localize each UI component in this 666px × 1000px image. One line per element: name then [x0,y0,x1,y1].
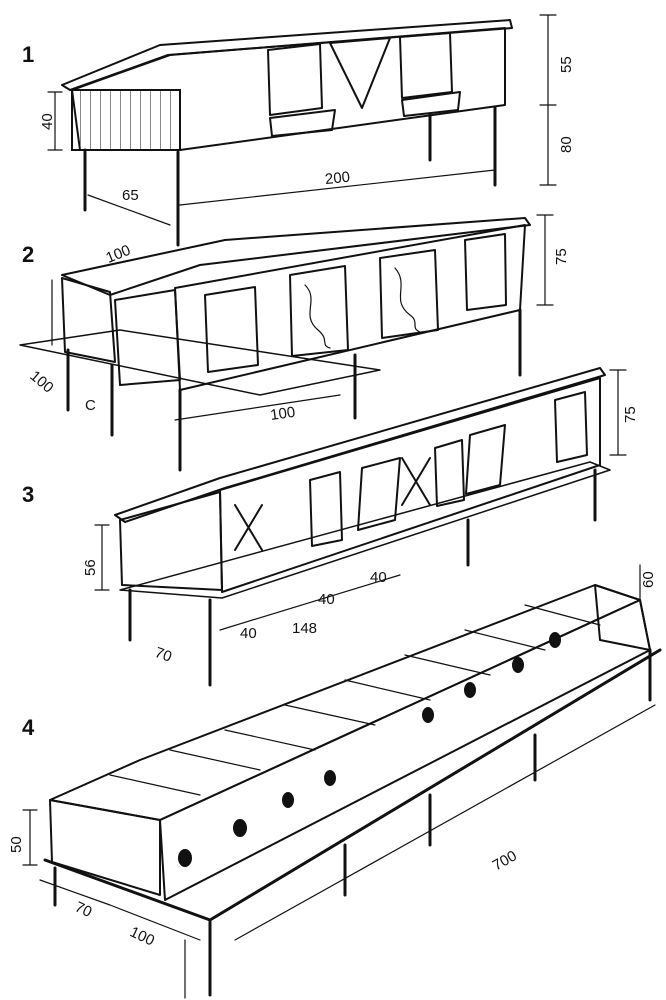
fig2-dim-offset-label: C [85,397,96,414]
fig4-dim-depth [39,879,201,941]
fig1-dim-roof-height: 55 [558,56,575,73]
fig3-legs [128,468,597,687]
fig2-dim-top-depth-label: 100 [103,242,133,267]
figure-4-hutch: 4 60 50 700 70 100 [8,564,662,999]
fig4-number: 4 [22,715,35,740]
fig1-dim-width-label: 200 [324,169,351,189]
fig1-feeder-v [329,37,391,109]
fig1-side-panel [71,89,181,151]
fig3-dim-front-label: 56 [82,559,99,576]
fig3-dim-height-label: 75 [622,406,639,423]
fig1-dim-depth [87,194,171,226]
fig2-dim-height [536,214,554,306]
fig2-footprint [19,329,381,396]
fig3-door-brace-1 [234,504,263,551]
fig2-dim-section-label: 100 [269,404,296,424]
fig2-mesh-door-2 [464,233,507,311]
fig3-number: 3 [22,482,34,507]
fig3-door-brace-2 [401,457,431,506]
fig1-legs [83,106,497,247]
fig4-dim-length-label: 700 [490,847,520,874]
fig4-roof [49,584,641,821]
fig2-wood-grain-1 [304,284,331,349]
figure-2-hutch: 2 75 100 100 C 100 [19,214,570,472]
fig3-roof [114,367,606,523]
fig3-mesh-3 [554,391,588,463]
fig4-dim-depth-b-label: 100 [127,924,157,950]
fig3-dim-cell-a-label: 40 [240,625,257,642]
fig3-mesh-2 [434,439,465,507]
fig4-dim-height-right-label: 60 [640,571,657,588]
fig3-dim-cell-b-label: 40 [318,591,335,608]
fig3-dim-depth-label: 70 [153,644,174,666]
fig3-dim-total-label: 148 [292,620,317,637]
fig3-dim-front [94,524,110,591]
fig1-tray-left [269,109,336,137]
fig3-feeder-1 [357,457,401,531]
fig1-dim-width [179,169,496,206]
fig1-window-left [267,43,323,116]
fig1-number: 1 [22,42,34,67]
fig3-mesh-1 [309,471,343,547]
fig4-end-box [49,799,161,896]
fig3-front [219,377,601,593]
fig2-dim-side-depth-label: 100 [27,367,57,396]
fig4-roof-seams [109,604,601,796]
fig1-dim-front-height: 40 [39,113,56,130]
fig3-dim-total [219,574,401,631]
fig2-number: 2 [22,242,34,267]
fig1-dim-left [47,91,63,151]
fig2-legs [66,308,522,472]
fig2-wood-grain-2 [394,267,421,333]
fig1-dim-right [539,14,557,186]
fig3-side [119,491,223,591]
fig4-mesh-run [159,599,651,901]
fig1-window-right [399,32,453,99]
fig2-wood-door-1 [289,265,349,357]
fig2-wood-door-2 [379,249,439,339]
fig1-tray-right [401,91,461,117]
fig4-rabbits [178,632,561,867]
fig2-mesh-door-1 [204,286,259,373]
fig4-legs [53,648,652,997]
fig4-dim-height-left-label: 50 [8,836,25,853]
fig4-dim-height-left [22,809,38,866]
fig1-dim-depth-label: 65 [122,187,139,204]
fig3-dim-height [609,369,627,456]
figure-1-hutch: 1 55 40 80 200 65 [22,14,575,247]
fig4-dim-length [234,704,656,941]
fig3-floor [119,461,611,599]
fig4-base [43,648,662,922]
fig3-dim-cell-c-label: 40 [370,569,387,586]
fig4-dim-depth-a-label: 70 [72,899,94,921]
fig1-roof [61,19,513,91]
fig2-side-mesh [61,277,116,363]
fig3-feeder-2 [465,424,506,495]
fig1-dim-leg-height: 80 [558,136,575,153]
figure-3-hutch: 3 75 56 70 148 40 40 40 [22,367,639,687]
fig2-dim-height-label: 75 [553,248,570,265]
fig2-dim-section [174,394,341,421]
